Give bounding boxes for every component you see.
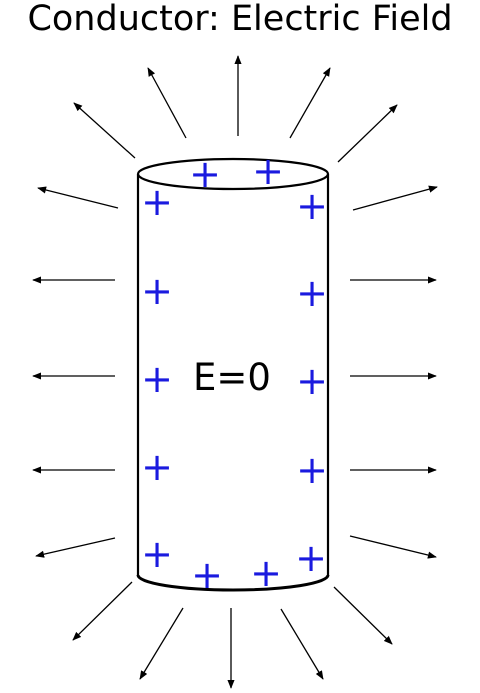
surface-charges: + + + + + + + + + + + + + + (141, 149, 328, 597)
positive-charge-13: + (191, 553, 223, 597)
field-arrow-7 (352, 185, 438, 211)
field-arrow-3 (289, 67, 331, 139)
conductor-cylinder (136, 157, 330, 592)
positive-charge-3: + (141, 180, 173, 224)
positive-charge-1: + (189, 152, 221, 196)
field-arrow-6 (37, 186, 119, 209)
positive-charge-6: + (296, 271, 328, 315)
field-arrow-17 (333, 586, 393, 645)
positive-charge-4: + (296, 184, 328, 228)
cylinder-bottom-arc (136, 574, 330, 592)
field-arrow-19 (280, 608, 324, 680)
positive-charge-7: + (141, 357, 173, 401)
field-arrow-5 (337, 104, 398, 163)
field-arrow-14 (35, 537, 116, 558)
field-arrow-4 (73, 102, 136, 159)
field-arrows (32, 55, 438, 689)
inside-field-label: E=0 (193, 356, 271, 399)
positive-charge-11: + (141, 532, 173, 576)
diagram-title: Conductor: Electric Field (27, 0, 452, 39)
positive-charge-8: + (296, 359, 328, 403)
field-arrow-2 (147, 67, 187, 139)
field-arrow-18 (139, 607, 184, 680)
field-arrow-15 (349, 535, 437, 559)
positive-charge-14: + (250, 551, 282, 595)
positive-charge-5: + (141, 269, 173, 313)
positive-charge-12: + (295, 536, 327, 580)
field-arrow-16 (72, 581, 133, 641)
positive-charge-9: + (141, 445, 173, 489)
positive-charge-10: + (296, 448, 328, 492)
positive-charge-2: + (252, 149, 284, 193)
